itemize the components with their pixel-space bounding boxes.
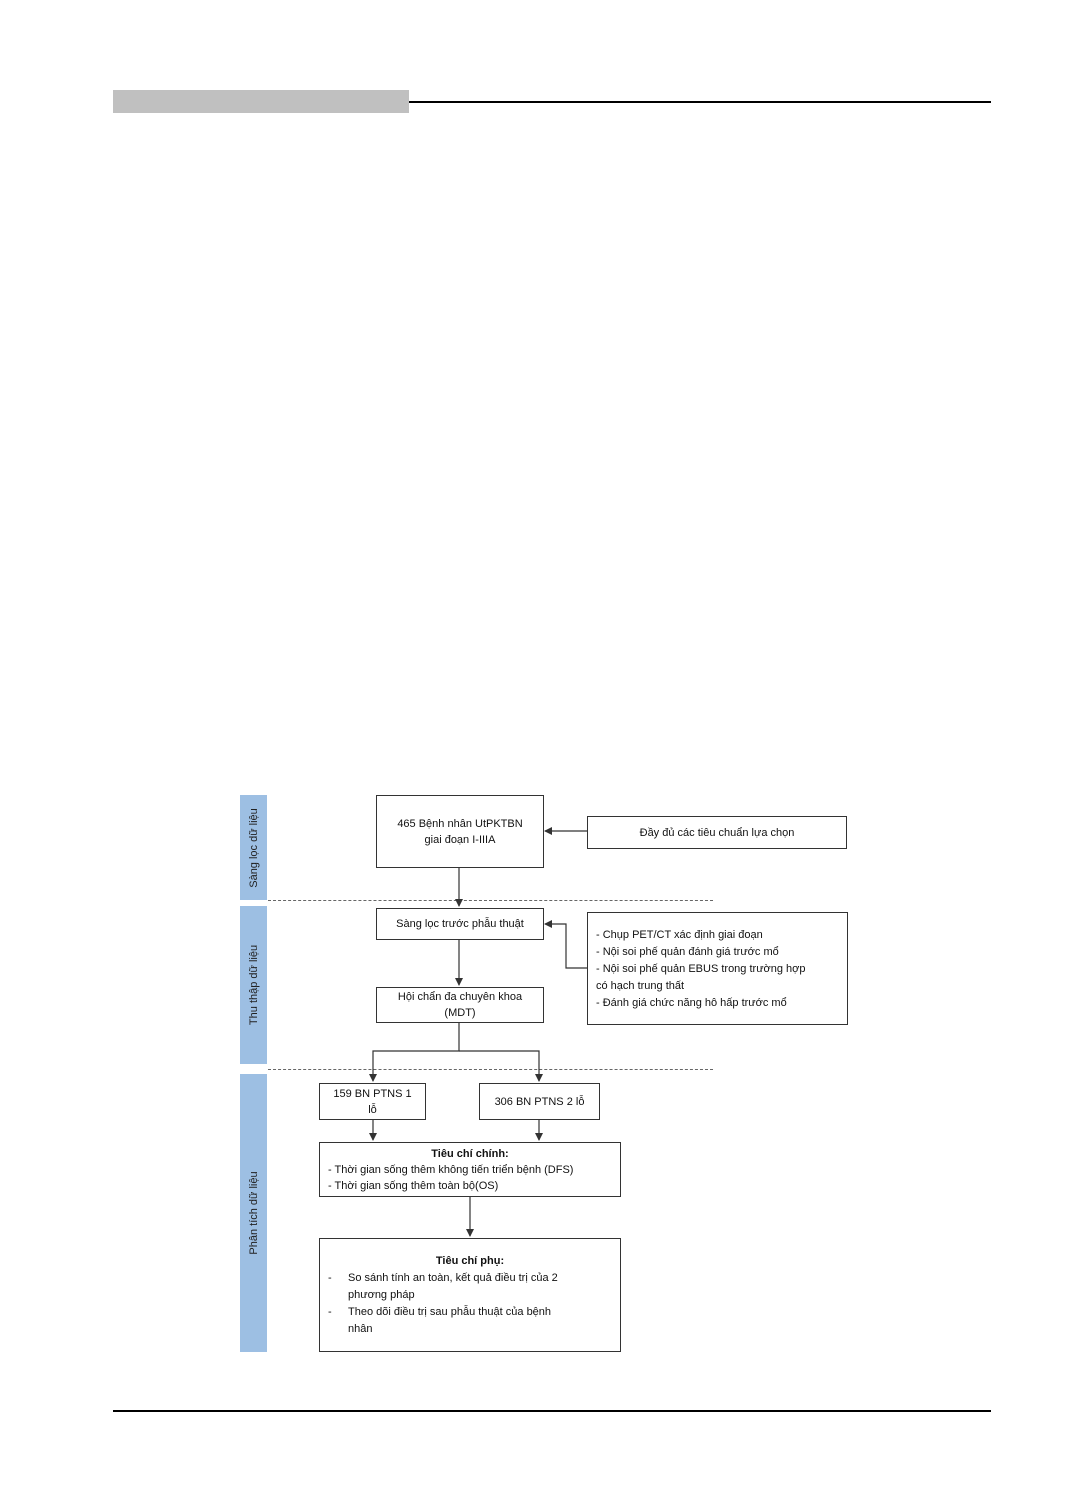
group1-line: 159 BN PTNS 1 (333, 1087, 412, 1100)
arrow-exams-to-screening (544, 920, 587, 969)
exam-item: - Chụp PET/CT xác định giai đoạn (596, 929, 763, 941)
criteria-box: Đầy đủ các tiêu chuẩn lựa chọn (587, 816, 847, 849)
header-bar (113, 90, 409, 113)
phase-label-screening: Sàng lọc dữ liệu (240, 795, 267, 900)
secondary-item-line: nhân (348, 1323, 373, 1335)
primary-criteria-box: Tiêu chí chính: - Thời gian sống thêm kh… (319, 1142, 621, 1197)
exam-item: - Nội soi phế quản đánh giá trước mổ (596, 946, 779, 958)
mdt-line: (MDT) (444, 1007, 476, 1019)
screening-box: Sàng lọc trước phẫu thuật (376, 908, 544, 940)
phase-label-analysis: Phân tích dữ liệu (240, 1074, 267, 1352)
mdt-box: Hội chẩn đa chuyên khoa (MDT) (376, 987, 544, 1023)
exams-box: - Chụp PET/CT xác định giai đoạn - Nội s… (587, 912, 848, 1025)
primary-criteria-item: - Thời gian sống thêm toàn bộ(OS) (328, 1180, 499, 1192)
secondary-item-line: So sánh tính an toàn, kết quả điều trị c… (348, 1272, 558, 1284)
arrow-mdt-to-group1 (369, 1023, 460, 1082)
group2-box: 306 BN PTNS 2 lỗ (479, 1083, 600, 1120)
patients-line: giai đoạn I-IIIA (424, 833, 496, 846)
secondary-item-line: Theo dõi điều trị sau phẫu thuật của bện… (348, 1306, 552, 1318)
group1-line: lỗ (368, 1103, 377, 1116)
secondary-criteria-item: - Theo dõi điều trị sau phẫu thuật của b… (328, 1304, 612, 1338)
primary-criteria-title: Tiêu chí chính: (431, 1148, 509, 1160)
primary-criteria-item: - Thời gian sống thêm không tiến triển b… (328, 1164, 574, 1176)
phase-separator (268, 900, 713, 901)
footer-rule (113, 1410, 991, 1412)
screening-text: Sàng lọc trước phẫu thuật (396, 918, 524, 930)
secondary-item-line: phương pháp (348, 1289, 415, 1301)
criteria-text: Đầy đủ các tiêu chuẩn lựa chọn (639, 826, 795, 839)
secondary-criteria-box: Tiêu chí phụ: - So sánh tính an toàn, kế… (319, 1238, 621, 1352)
arrow-mdt-to-group2 (459, 1050, 543, 1082)
mdt-line: Hội chẩn đa chuyên khoa (397, 991, 523, 1003)
secondary-criteria-item: - So sánh tính an toàn, kết quả điều trị… (328, 1270, 612, 1304)
patients-box: 465 Bệnh nhân UtPKTBN giai đoạn I-IIIA (376, 795, 544, 868)
group1-box: 159 BN PTNS 1 lỗ (319, 1083, 426, 1120)
secondary-criteria-title: Tiêu chí phụ: (435, 1255, 505, 1267)
phase-separator (268, 1069, 713, 1070)
exam-item: - Nội soi phế quản EBUS trong trường hợp (596, 963, 806, 975)
exam-item: có hạch trung thất (596, 980, 685, 992)
group2-text: 306 BN PTNS 2 lỗ (494, 1095, 585, 1108)
exam-item: - Đánh giá chức năng hô hấp trước mổ (596, 997, 787, 1009)
list-dash: - (328, 1306, 332, 1318)
patients-line: 465 Bệnh nhân UtPKTBN (397, 817, 523, 830)
header-rule (409, 101, 991, 103)
list-dash: - (328, 1272, 332, 1284)
phase-label-collection: Thu thập dữ liệu (240, 906, 267, 1064)
